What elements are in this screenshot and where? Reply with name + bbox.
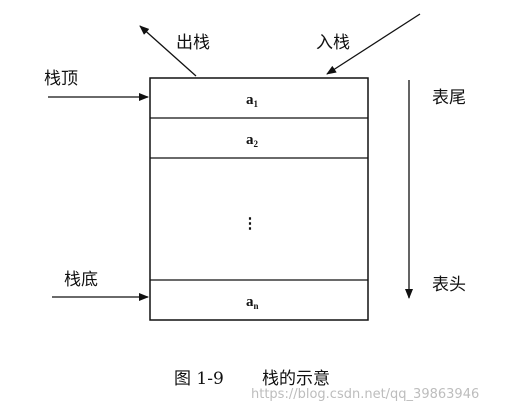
stack-box [149,77,369,321]
pop-label: 出栈 [176,33,210,53]
cell-ellipsis: ⋮ [243,216,258,232]
pop-arrow [139,25,197,77]
push-label: 入栈 [316,33,350,53]
cell-a2: a2 [246,132,259,149]
push-arrow [326,13,421,75]
head-label: 表头 [432,275,466,295]
watermark-text: https://blog.csdn.net/qq_39863946 [251,387,479,402]
figure-title: 栈的示意 [262,369,330,389]
figure-number: 图 1-9 [174,369,224,389]
cell-a1: a1 [246,92,259,109]
bottom-label: 栈底 [64,270,98,290]
tail-label: 表尾 [432,88,466,108]
top-label: 栈顶 [44,69,78,89]
cell-an: an [246,294,259,311]
